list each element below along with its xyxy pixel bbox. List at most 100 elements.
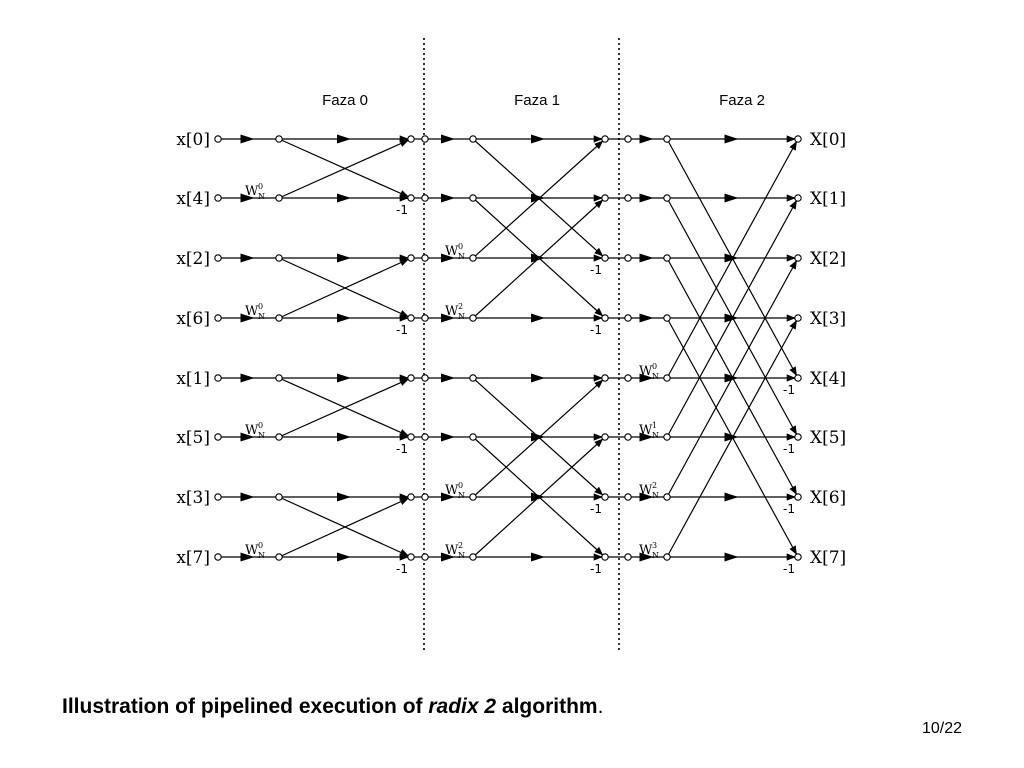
butterfly-straight-arrow xyxy=(724,253,739,263)
stage-lead-arrow xyxy=(639,373,654,383)
butterfly-cross-wire xyxy=(278,496,412,558)
butterfly-cross-arrow xyxy=(789,320,797,330)
twiddle-exponent-label: 2 xyxy=(458,541,463,550)
input-label: x[4] xyxy=(176,189,210,209)
negation-label: -1 xyxy=(396,203,408,217)
butterfly-node xyxy=(469,254,477,262)
butterfly-cross-arrow xyxy=(789,260,797,270)
input-arrow xyxy=(240,492,255,502)
butterfly-node xyxy=(275,493,283,501)
butterfly-cross-wire xyxy=(278,138,412,199)
twiddle-exponent-label: 2 xyxy=(652,481,657,490)
twiddle-subscript-label: N xyxy=(652,491,659,500)
caption-prefix: Illustration of pipelined execution of xyxy=(62,695,429,718)
butterfly-node xyxy=(663,194,671,202)
stage-output-node xyxy=(601,254,609,262)
output-node xyxy=(794,493,802,501)
caption-suffix: algorithm xyxy=(496,695,598,718)
stage-input-node xyxy=(421,194,429,202)
input-node xyxy=(214,553,222,561)
butterfly-straight-arrow xyxy=(531,253,545,263)
twiddle-base-label: W xyxy=(639,423,653,438)
stage-output-node xyxy=(407,553,415,561)
butterfly-cross-wire xyxy=(278,377,412,438)
butterfly-straight-arrow xyxy=(531,432,545,442)
twiddle-subscript-label: N xyxy=(652,372,659,381)
input-label: x[0] xyxy=(176,130,210,150)
butterfly-node xyxy=(275,314,283,322)
output-label: X[1] xyxy=(810,189,846,209)
twiddle-base-label: W xyxy=(639,483,653,498)
butterfly-node xyxy=(663,433,671,441)
stage-input-node xyxy=(421,135,429,143)
twiddle-exponent-label: 1 xyxy=(652,421,657,430)
output-label: X[3] xyxy=(810,309,846,329)
twiddle-base-label: W xyxy=(445,244,459,259)
twiddle-base-label: W xyxy=(245,304,259,319)
butterfly-node xyxy=(275,194,283,202)
stage-output-node xyxy=(407,493,415,501)
stage-output-node xyxy=(407,314,415,322)
butterfly-cross-arrow xyxy=(594,486,604,496)
output-node xyxy=(794,374,802,382)
input-node xyxy=(214,493,222,501)
butterfly-node xyxy=(663,553,671,561)
stage-output-node xyxy=(407,194,415,202)
butterfly-node xyxy=(469,374,477,382)
butterfly-cross-arrow xyxy=(399,258,409,266)
output-node xyxy=(794,194,802,202)
twiddle-exponent-label: 2 xyxy=(458,302,463,311)
input-label: x[2] xyxy=(176,249,210,269)
stage-input-node xyxy=(624,374,632,382)
stage-lead-arrow xyxy=(639,492,654,502)
butterfly-cross-arrow xyxy=(594,199,604,209)
stage-input-node xyxy=(421,493,429,501)
twiddle-subscript-label: N xyxy=(258,551,265,560)
butterfly-cross-arrow xyxy=(594,546,604,556)
butterfly-cross-wire xyxy=(278,257,412,319)
stage-lead-arrow xyxy=(441,193,455,203)
butterfly-straight-arrow xyxy=(337,373,351,383)
twiddle-subscript-label: N xyxy=(458,491,465,500)
negation-label: -1 xyxy=(590,323,602,337)
butterfly-node xyxy=(469,433,477,441)
input-node xyxy=(214,374,222,382)
stage-lead-arrow xyxy=(441,373,455,383)
output-node xyxy=(794,314,802,322)
output-label: X[5] xyxy=(810,428,846,448)
negation-label: -1 xyxy=(783,502,795,516)
output-node xyxy=(794,433,802,441)
output-label: X[0] xyxy=(810,130,846,150)
stage-output-node xyxy=(601,493,609,501)
stage-output-node xyxy=(601,135,609,143)
twiddle-exponent-label: 0 xyxy=(458,481,463,490)
butterfly-node xyxy=(275,553,283,561)
stage-lead-arrow xyxy=(639,253,654,263)
input-node xyxy=(214,194,222,202)
twiddle-subscript-label: N xyxy=(258,312,265,321)
page-number: 10/22 xyxy=(922,720,963,737)
twiddle-exponent-label: 3 xyxy=(652,541,657,550)
input-label: x[5] xyxy=(176,428,210,448)
stage-lead-arrow xyxy=(639,552,654,562)
butterfly-cross-arrow xyxy=(399,378,409,386)
butterfly-node xyxy=(663,254,671,262)
stage-input-node xyxy=(421,314,429,322)
negation-label: -1 xyxy=(396,562,408,576)
butterfly-straight-arrow xyxy=(337,432,351,442)
twiddle-exponent-label: 0 xyxy=(258,541,263,550)
stage-input-node xyxy=(624,135,632,143)
stage-input-node xyxy=(624,493,632,501)
negation-label: -1 xyxy=(590,263,602,277)
butterfly-straight-arrow xyxy=(724,432,739,442)
twiddle-base-label: W xyxy=(245,543,259,558)
butterfly-cross-arrow xyxy=(594,438,604,448)
butterfly-cross-arrow xyxy=(399,429,409,437)
butterfly-straight-arrow xyxy=(531,373,545,383)
stage-output-node xyxy=(407,254,415,262)
negation-label: -1 xyxy=(783,562,795,576)
butterfly-straight-arrow xyxy=(337,313,351,323)
